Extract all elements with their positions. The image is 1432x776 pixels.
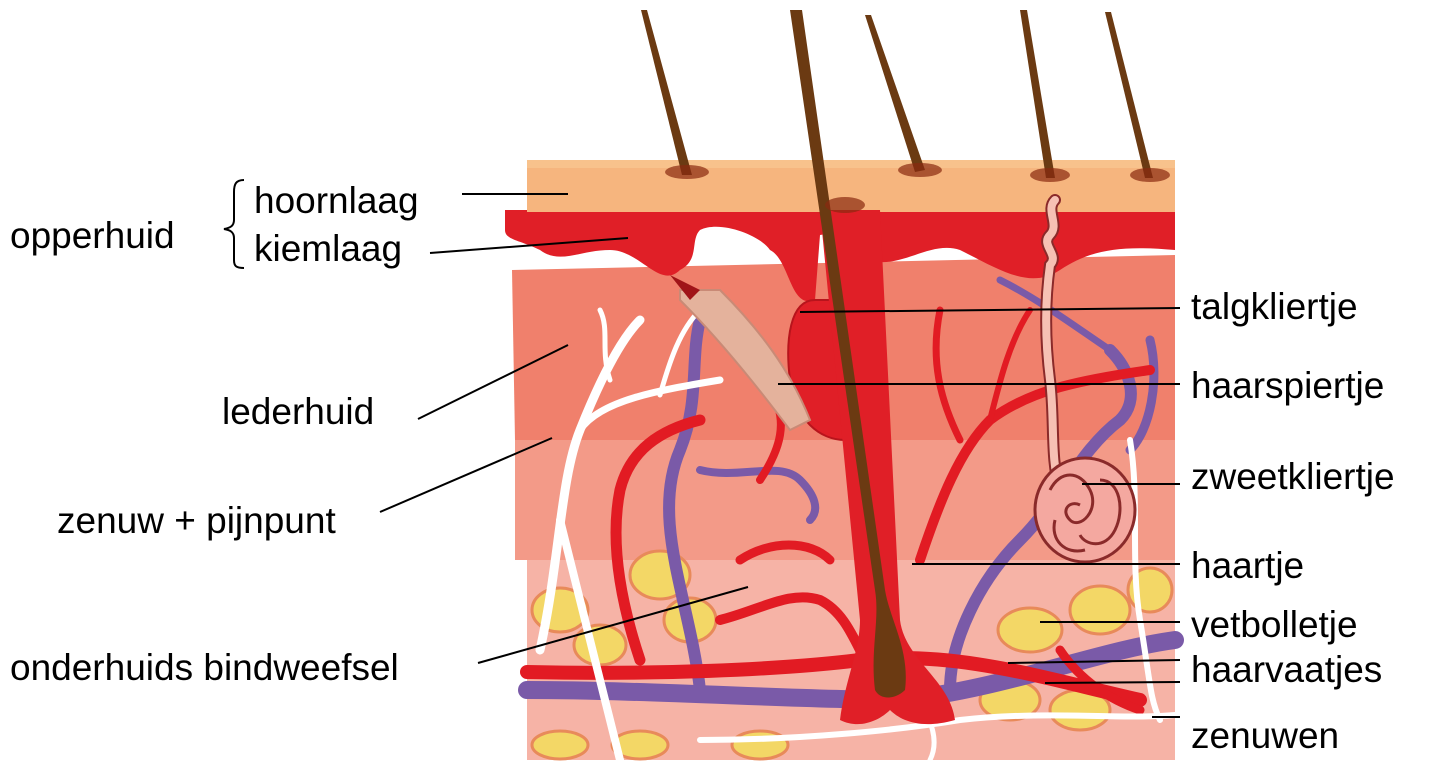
hair-pore <box>898 163 942 177</box>
label-haartje: haartje <box>1191 545 1304 586</box>
label-opperhuid: opperhuid <box>10 215 175 256</box>
fat-lobule <box>998 608 1062 652</box>
label-talgkliertje: talgkliertje <box>1191 286 1358 327</box>
hair-pore <box>665 165 709 179</box>
fat-lobule <box>574 625 626 665</box>
hair-shaft <box>1105 12 1153 178</box>
hair-pore <box>825 197 865 213</box>
fat-lobule <box>532 731 588 759</box>
leader-haarvaatjes-2 <box>1045 682 1180 683</box>
hair-pore <box>1030 168 1070 182</box>
label-kiemlaag: kiemlaag <box>254 228 402 269</box>
horny-layer-top <box>527 160 1175 168</box>
label-haarspiertje: haarspiertje <box>1191 365 1384 406</box>
hair-shaft <box>1020 10 1055 178</box>
hair-pore <box>1130 168 1170 182</box>
hair-shaft <box>865 15 925 172</box>
label-zweetkliertje: zweetkliertje <box>1191 456 1395 497</box>
label-lederhuid: lederhuid <box>222 391 374 432</box>
label-zenuwen: zenuwen <box>1191 715 1339 756</box>
opperhuid-brace <box>224 180 244 268</box>
fat-lobule <box>1070 586 1130 634</box>
label-haarvaatjes: haarvaatjes <box>1191 649 1382 690</box>
label-vetbolletje: vetbolletje <box>1191 604 1358 645</box>
hair-shaft <box>641 10 692 175</box>
label-zenuw-pijnpunt: zenuw + pijnpunt <box>57 500 336 541</box>
label-hoornlaag: hoornlaag <box>254 180 419 221</box>
label-onderhuids-bindweefsel: onderhuids bindweefsel <box>10 647 399 688</box>
